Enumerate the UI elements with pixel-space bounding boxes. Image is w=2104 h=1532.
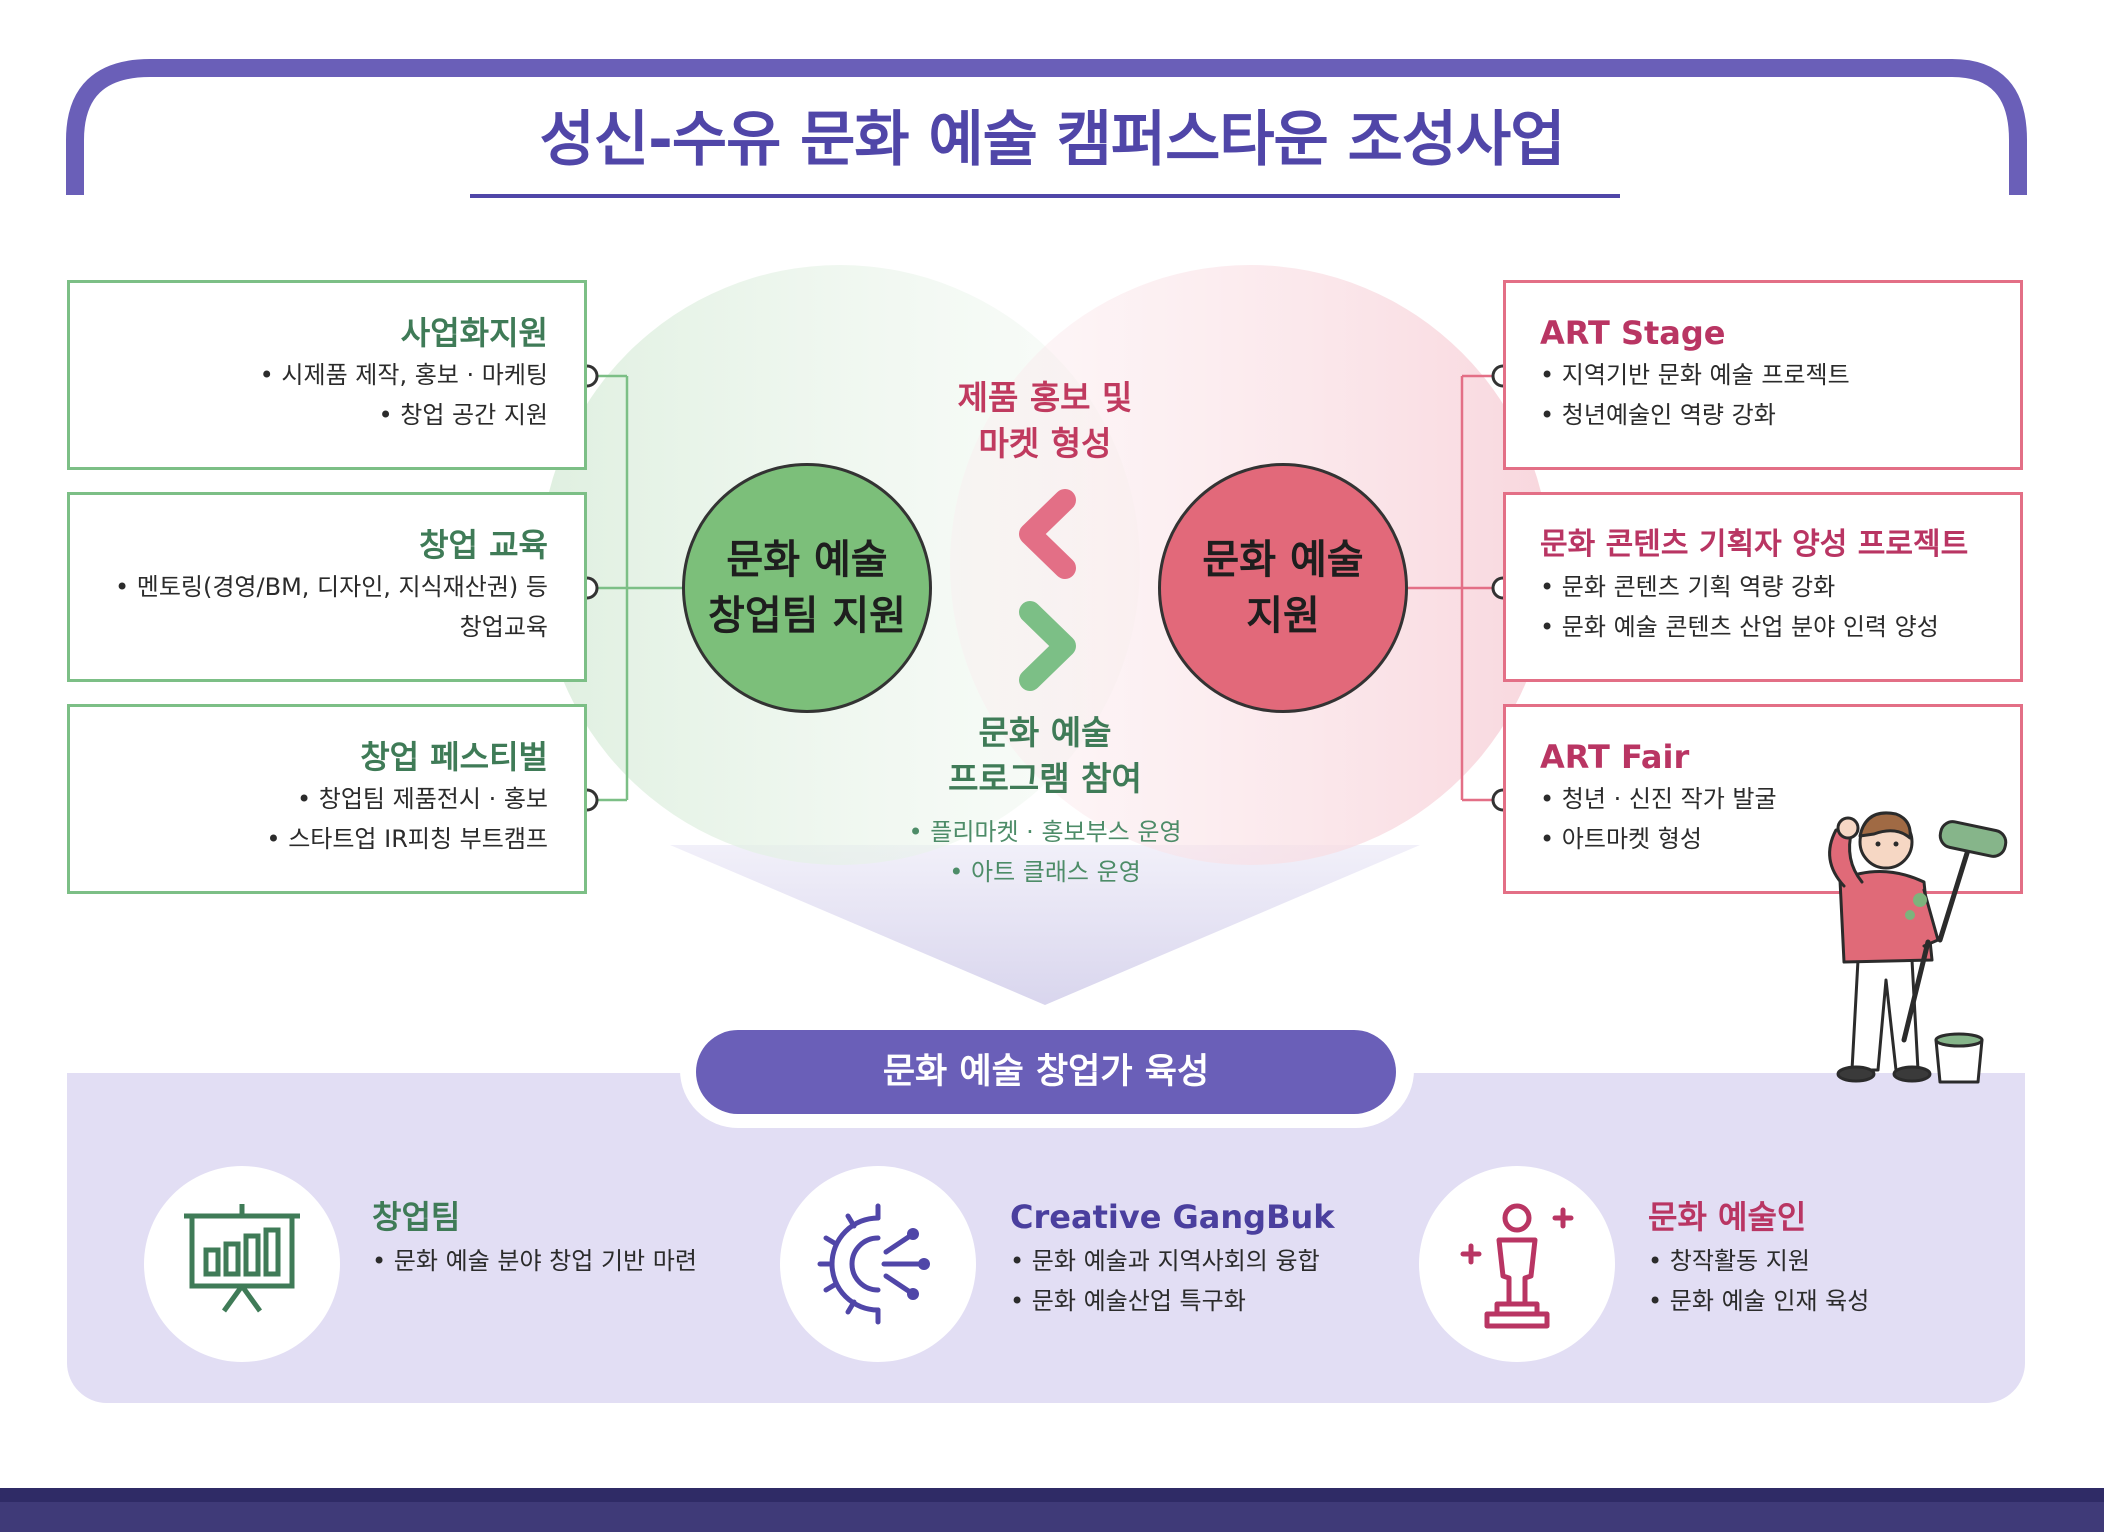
box-line: 문화 콘텐츠 기획 역량 강화 <box>1540 567 1990 607</box>
label-product-promotion: 제품 홍보 및 마켓 형성 <box>895 375 1195 467</box>
box-line: 창업팀 제품전시 · 홍보 <box>100 779 548 819</box>
box-startup-festival: 창업 페스티벌 창업팀 제품전시 · 홍보 스타트업 IR피칭 부트캠프 <box>67 704 587 894</box>
label-line: 문화 예술 <box>978 713 1112 752</box>
funnel-shape <box>670 845 1420 1005</box>
feature-heading: 문화 예술인 <box>1648 1198 1807 1236</box>
circle-label: 창업팀 지원 <box>708 593 906 639</box>
feature-line: 창작활동 지원 <box>1648 1241 1869 1281</box>
box-heading: 사업화지원 <box>400 314 548 352</box>
box-line: 문화 예술 콘텐츠 산업 분야 인력 양성 <box>1540 607 1990 647</box>
box-line: 청년 · 신진 작가 발굴 <box>1540 779 1990 819</box>
box-heading: 창업 교육 <box>419 526 548 564</box>
chevron-right-icon <box>1019 601 1076 691</box>
box-line: 스타트업 IR피칭 부트캠프 <box>100 819 548 859</box>
presentation-chart-icon <box>144 1166 340 1362</box>
feature-lines: 창작활동 지원 문화 예술 인재 육성 <box>1648 1241 1870 1321</box>
feature-heading: Creative GangBuk <box>1010 1198 1335 1236</box>
label-line: 제품 홍보 및 <box>957 378 1133 417</box>
bottom-panel <box>67 1073 2025 1403</box>
program-item: 플리마켓 · 홍보부스 운영 <box>908 818 1181 846</box>
circle-culture-art-support: 문화 예술 지원 <box>1158 463 1408 713</box>
box-heading: 문화 콘텐츠 기획자 양성 프로젝트 <box>1540 527 1969 562</box>
box-business-support: 사업화지원 시제품 제작, 홍보 · 마케팅 창업 공간 지원 <box>67 280 587 470</box>
feature-heading: 창업팀 <box>372 1198 461 1236</box>
box-line: 아트마켓 형성 <box>1540 819 1990 859</box>
circle-label: 문화 예술 <box>726 537 888 583</box>
label-line: 마켓 형성 <box>978 424 1112 463</box>
painter-illustration <box>1828 811 2008 1084</box>
box-line: 창업 공간 지원 <box>100 395 548 435</box>
feature-line: 문화 예술과 지역사회의 융합 <box>1010 1241 1320 1281</box>
feature-line: 문화 예술산업 특구화 <box>1010 1281 1320 1321</box>
label-line: 프로그램 참여 <box>948 759 1142 798</box>
trophy-figure-icon <box>1419 1166 1615 1362</box>
box-line: 시제품 제작, 홍보 · 마케팅 <box>100 355 548 395</box>
footer-bar-top <box>0 1488 2104 1502</box>
box-content-planner: 문화 콘텐츠 기획자 양성 프로젝트 문화 콘텐츠 기획 역량 강화 문화 예술… <box>1503 492 2023 682</box>
label-program-participation: 문화 예술 프로그램 참여 <box>895 710 1195 802</box>
circle-label: 문화 예술 <box>1202 537 1364 583</box>
feature-line: 문화 예술 인재 육성 <box>1648 1281 1870 1321</box>
circle-label: 지원 <box>1246 593 1320 639</box>
section-pill: 문화 예술 창업가 육성 <box>696 1030 1396 1114</box>
page-title: 성신-수유 문화 예술 캠퍼스타운 조성사업 <box>539 105 1566 175</box>
gear-network-icon <box>780 1166 976 1362</box>
box-art-stage: ART Stage 지역기반 문화 예술 프로젝트 청년예술인 역량 강화 <box>1503 280 2023 470</box>
box-line: 지역기반 문화 예술 프로젝트 <box>1540 355 1990 395</box>
box-line: 청년예술인 역량 강화 <box>1540 395 1990 435</box>
box-startup-education: 창업 교육 멘토링(경영/BM, 디자인, 지식재산권) 등 창업교육 <box>67 492 587 682</box>
top-frame <box>66 59 2027 195</box>
feature-lines: 문화 예술과 지역사회의 융합 문화 예술산업 특구화 <box>1010 1241 1320 1321</box>
box-heading: 창업 페스티벌 <box>360 738 548 776</box>
circle-startup-team-support: 문화 예술 창업팀 지원 <box>682 463 932 713</box>
program-item: 아트 클래스 운영 <box>949 858 1141 886</box>
feature-lines: 문화 예술 분야 창업 기반 마련 <box>372 1241 697 1281</box>
box-art-fair: ART Fair 청년 · 신진 작가 발굴 아트마켓 형성 <box>1503 704 2023 894</box>
program-items: 플리마켓 · 홍보부스 운영 아트 클래스 운영 <box>845 812 1245 892</box>
title-underline <box>470 194 1620 198</box>
box-line: 멘토링(경영/BM, 디자인, 지식재산권) 등 <box>100 567 548 607</box>
feature-line: 문화 예술 분야 창업 기반 마련 <box>372 1241 697 1281</box>
box-heading: ART Fair <box>1540 738 1690 776</box>
box-line-plain: 창업교육 <box>459 613 548 641</box>
box-heading: ART Stage <box>1540 314 1726 352</box>
chevron-left-icon <box>1019 489 1076 579</box>
